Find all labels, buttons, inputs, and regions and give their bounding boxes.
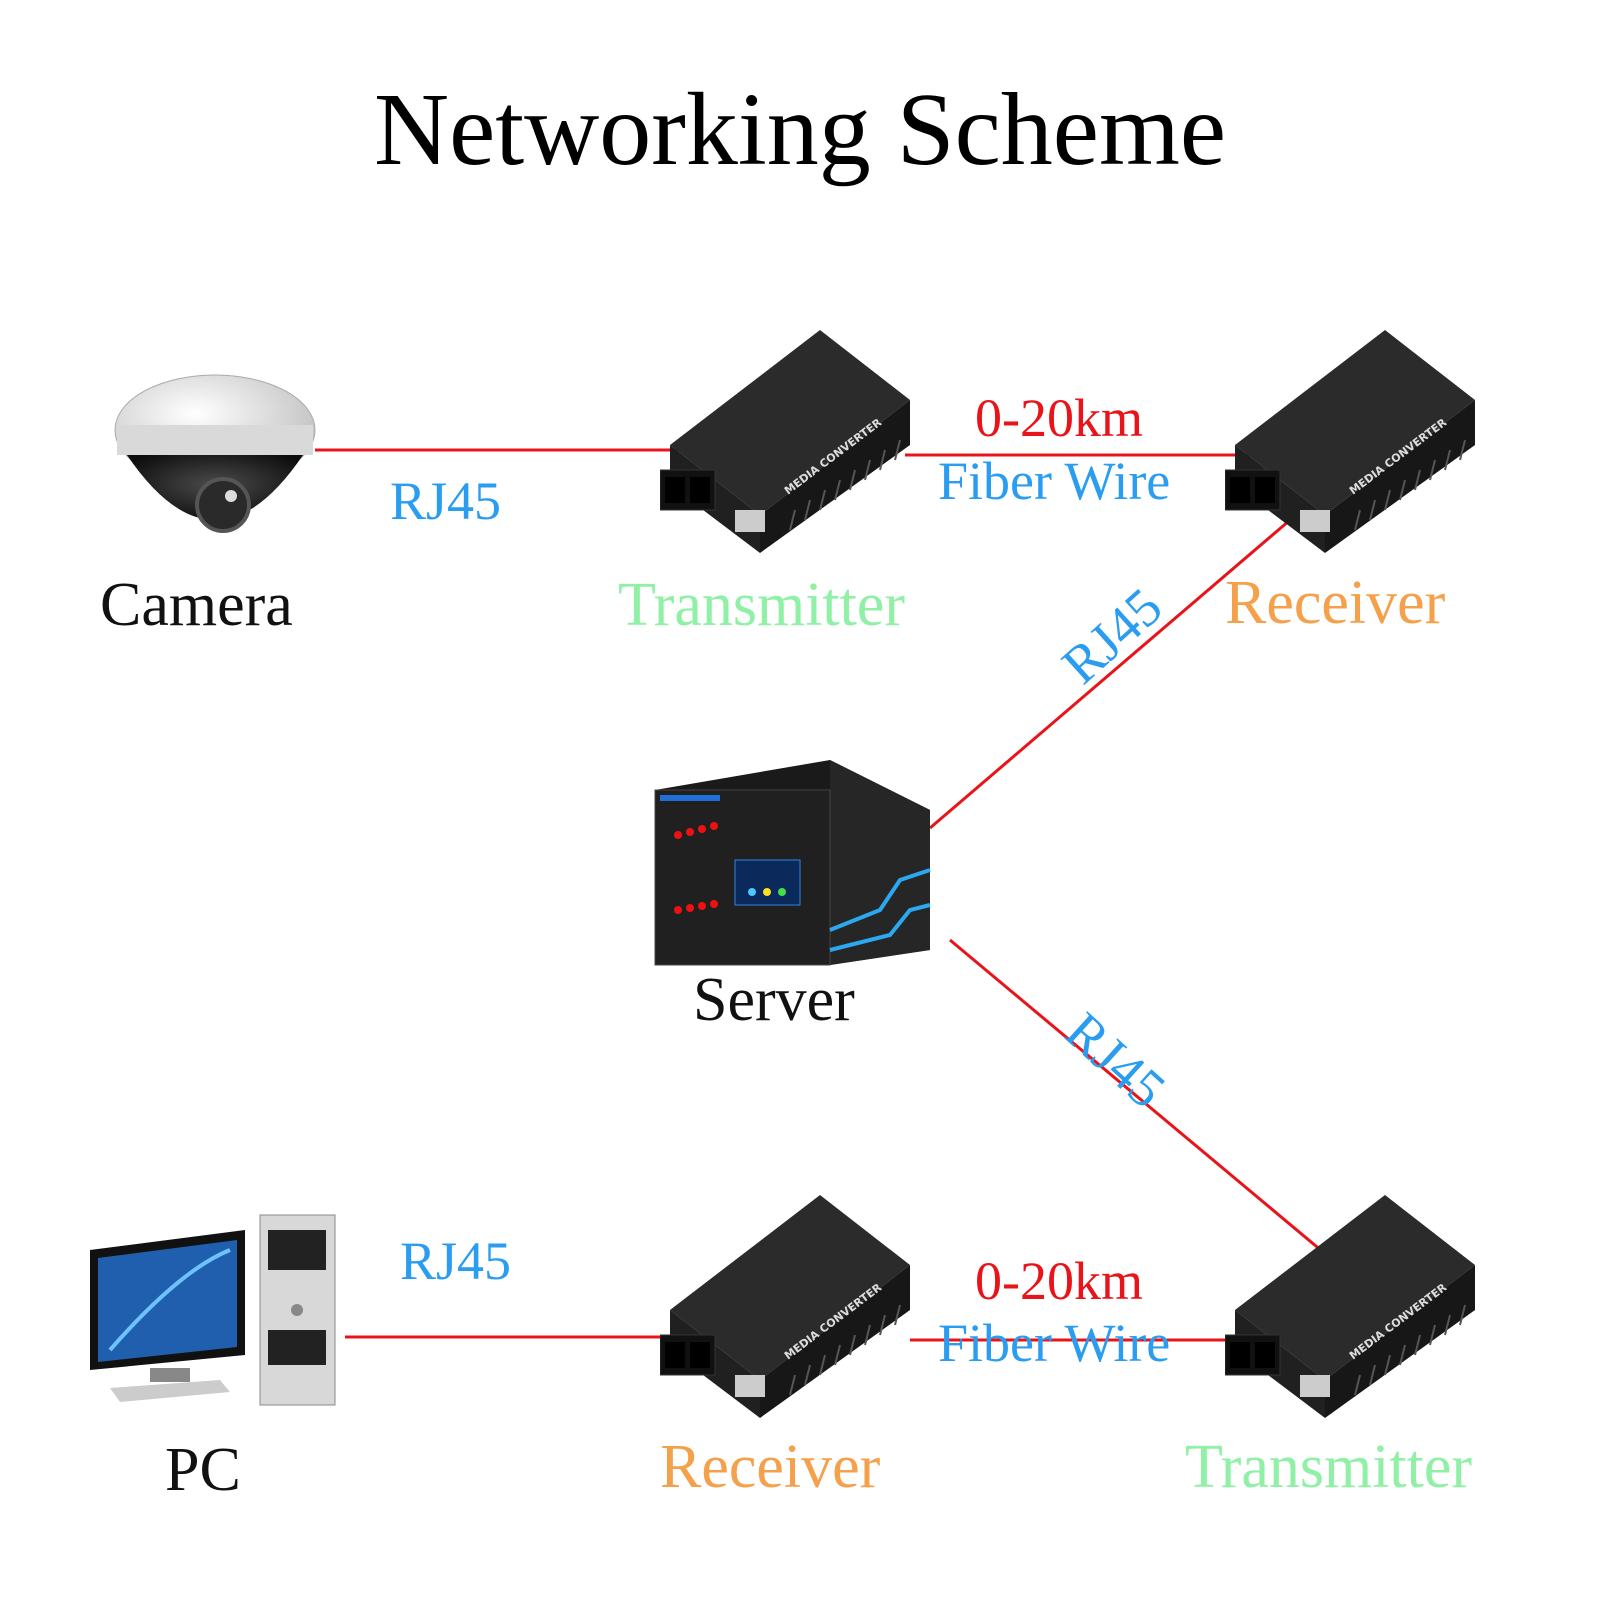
camera-label: Camera: [100, 571, 293, 639]
distance-label-top: 0-20km: [975, 388, 1143, 448]
fiber-wire-label-bottom: Fiber Wire: [938, 1313, 1171, 1373]
wire-receiver-server: [929, 518, 1291, 830]
distance-label-bottom: 0-20km: [975, 1251, 1143, 1311]
link-label-pc-receiver: RJ45: [400, 1231, 512, 1291]
page-title: Networking Scheme: [373, 72, 1226, 187]
transmitter-bottom-label: Transmitter: [1185, 1433, 1473, 1501]
fiber-wire-label-top: Fiber Wire: [938, 451, 1171, 511]
camera-icon: [114, 374, 316, 533]
receiver-top-label: Receiver: [1225, 569, 1446, 637]
transmitter-top-label: Transmitter: [618, 571, 906, 639]
link-label-camera-transmitter: RJ45: [390, 471, 502, 531]
server-icon: [654, 760, 931, 966]
transmitter-bottom-device-icon: MEDIA CONVERTER: [1225, 1195, 1475, 1418]
transmitter-top-device-icon: MEDIA CONVERTER: [660, 330, 910, 553]
pc-icon: [90, 1214, 336, 1406]
pc-label: PC: [165, 1436, 241, 1504]
receiver-top-device-icon: MEDIA CONVERTER: [1225, 330, 1475, 553]
receiver-bottom-device-icon: MEDIA CONVERTER: [660, 1195, 910, 1418]
wire-server-transmitter: [949, 938, 1336, 1264]
receiver-bottom-label: Receiver: [660, 1433, 881, 1501]
server-label: Server: [693, 966, 855, 1034]
